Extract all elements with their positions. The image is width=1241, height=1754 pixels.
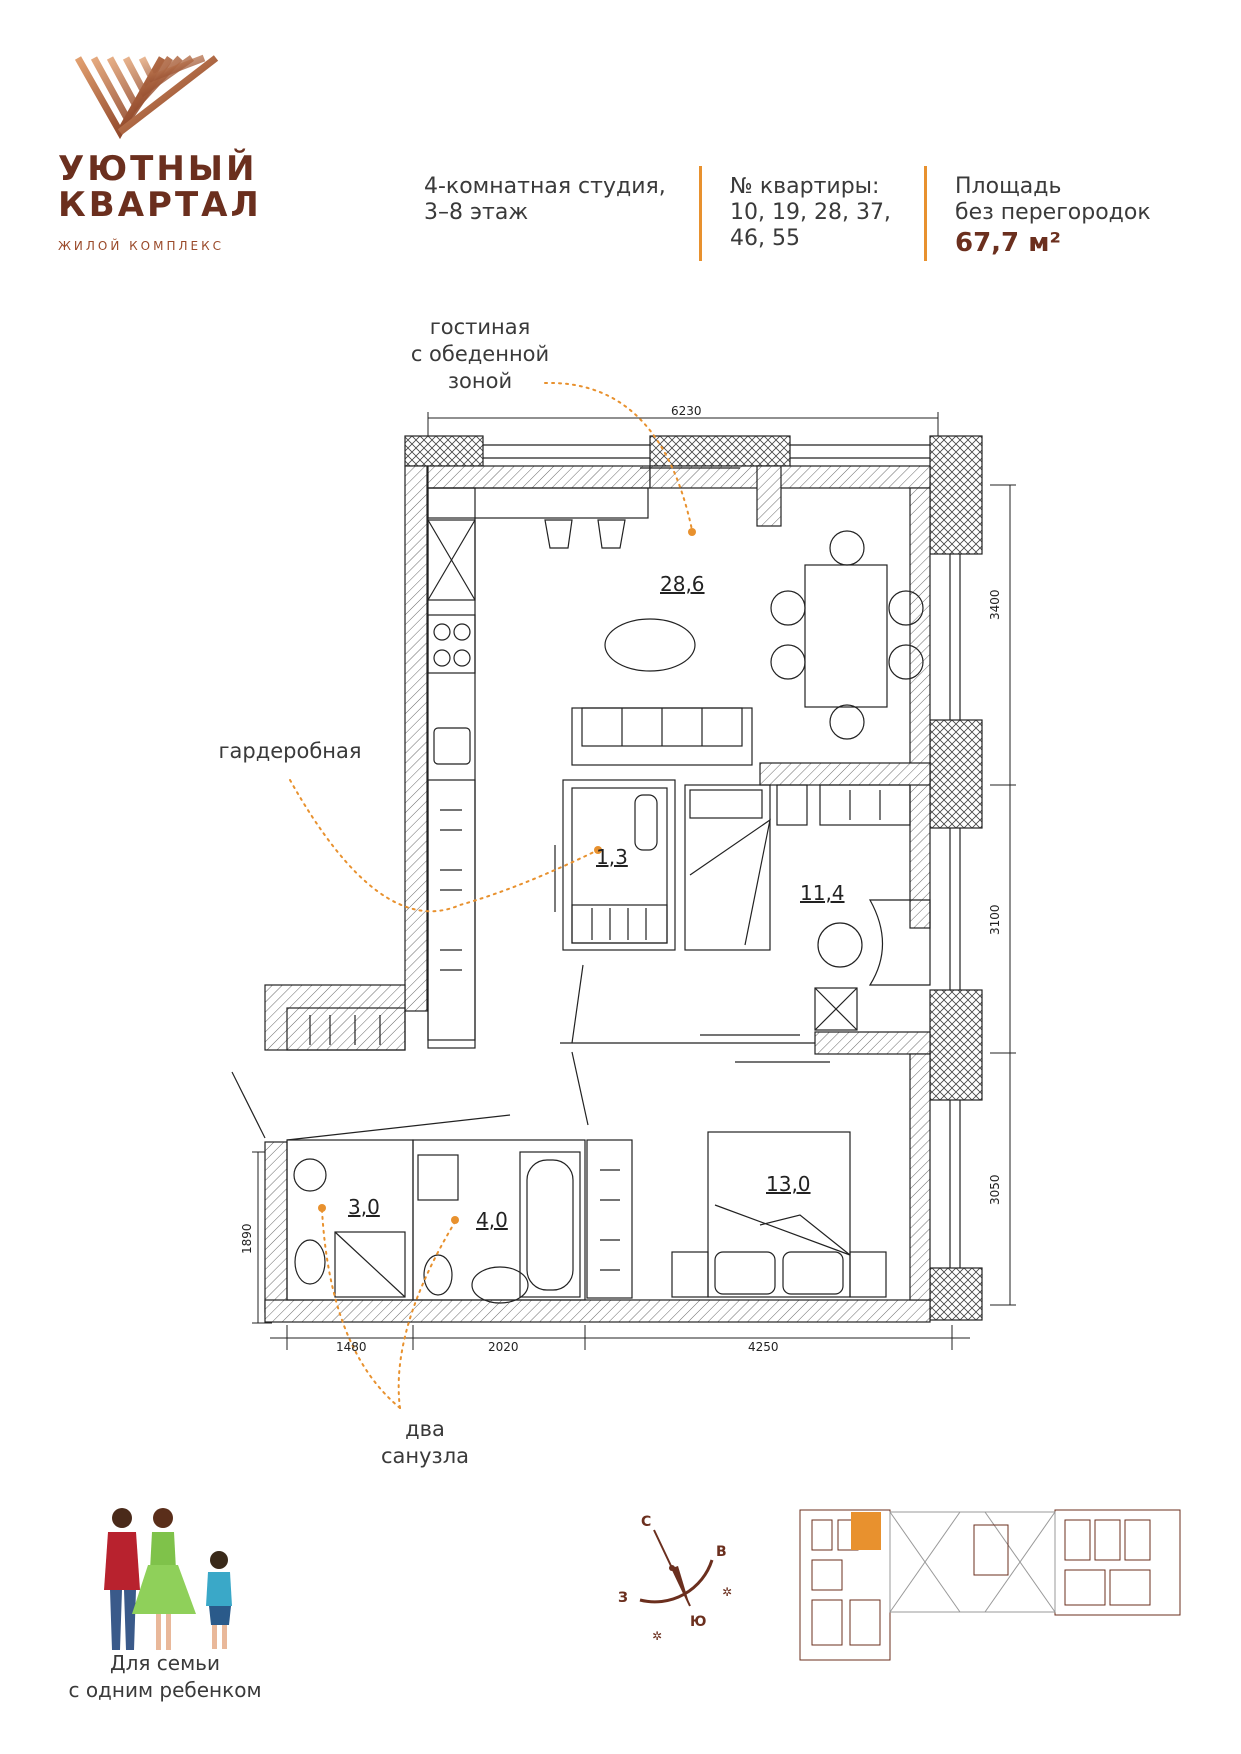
apartment-type: 4-комнатная студия, (424, 174, 666, 199)
dim-bottom-2: 2020 (488, 1340, 519, 1354)
room-area-living: 28,6 (660, 572, 705, 596)
family-line2: с одним ребенком (68, 1678, 262, 1702)
apt-numbers-line2: 46, 55 (730, 226, 800, 251)
area-value: 67,7 м² (955, 228, 1061, 258)
callout-wardrobe: гардеробная (218, 739, 362, 763)
callout-living-line3: зоной (447, 369, 513, 393)
callout-bath-line2: санузла (380, 1444, 470, 1468)
dim-left: 1890 (240, 1223, 254, 1254)
dim-right-2: 3100 (988, 904, 1002, 935)
family-line1: Для семьи (110, 1651, 220, 1675)
room-area-bedroom: 13,0 (766, 1172, 811, 1196)
compass-west: З (618, 1590, 628, 1606)
divider-1 (699, 166, 702, 261)
compass-north: С (641, 1514, 652, 1530)
callout-living-line1: гостиная (429, 315, 531, 339)
divider-2 (924, 166, 927, 261)
area-label-1: Площадь (955, 174, 1062, 199)
dim-bottom-3: 4250 (748, 1340, 779, 1354)
area-label-2: без перегородок (955, 200, 1151, 225)
room-area-wardrobe: 1,3 (596, 845, 628, 869)
room-area-wc2: 4,0 (476, 1208, 508, 1232)
apt-numbers-label: № квартиры: (730, 174, 880, 199)
room-area-wc1: 3,0 (348, 1195, 380, 1219)
callout-bath-line1: два (405, 1417, 445, 1441)
callout-living-line2: с обеденной (410, 342, 550, 366)
brand-name-line1: УЮТНЫЙ (58, 149, 258, 189)
brand-name-line2: КВАРТАЛ (58, 185, 262, 225)
brand-subtitle: ЖИЛОЙ КОМПЛЕКС (58, 239, 225, 253)
dim-top: 6230 (671, 404, 702, 418)
dim-bottom-1: 1480 (336, 1340, 367, 1354)
room-area-study: 11,4 (800, 881, 845, 905)
dim-right-1: 3400 (988, 589, 1002, 620)
apt-numbers-line1: 10, 19, 28, 37, (730, 200, 891, 225)
dim-right-3: 3050 (988, 1174, 1002, 1205)
floors: 3–8 этаж (424, 200, 529, 225)
compass-east: В (716, 1544, 727, 1560)
compass-south: Ю (690, 1614, 707, 1630)
